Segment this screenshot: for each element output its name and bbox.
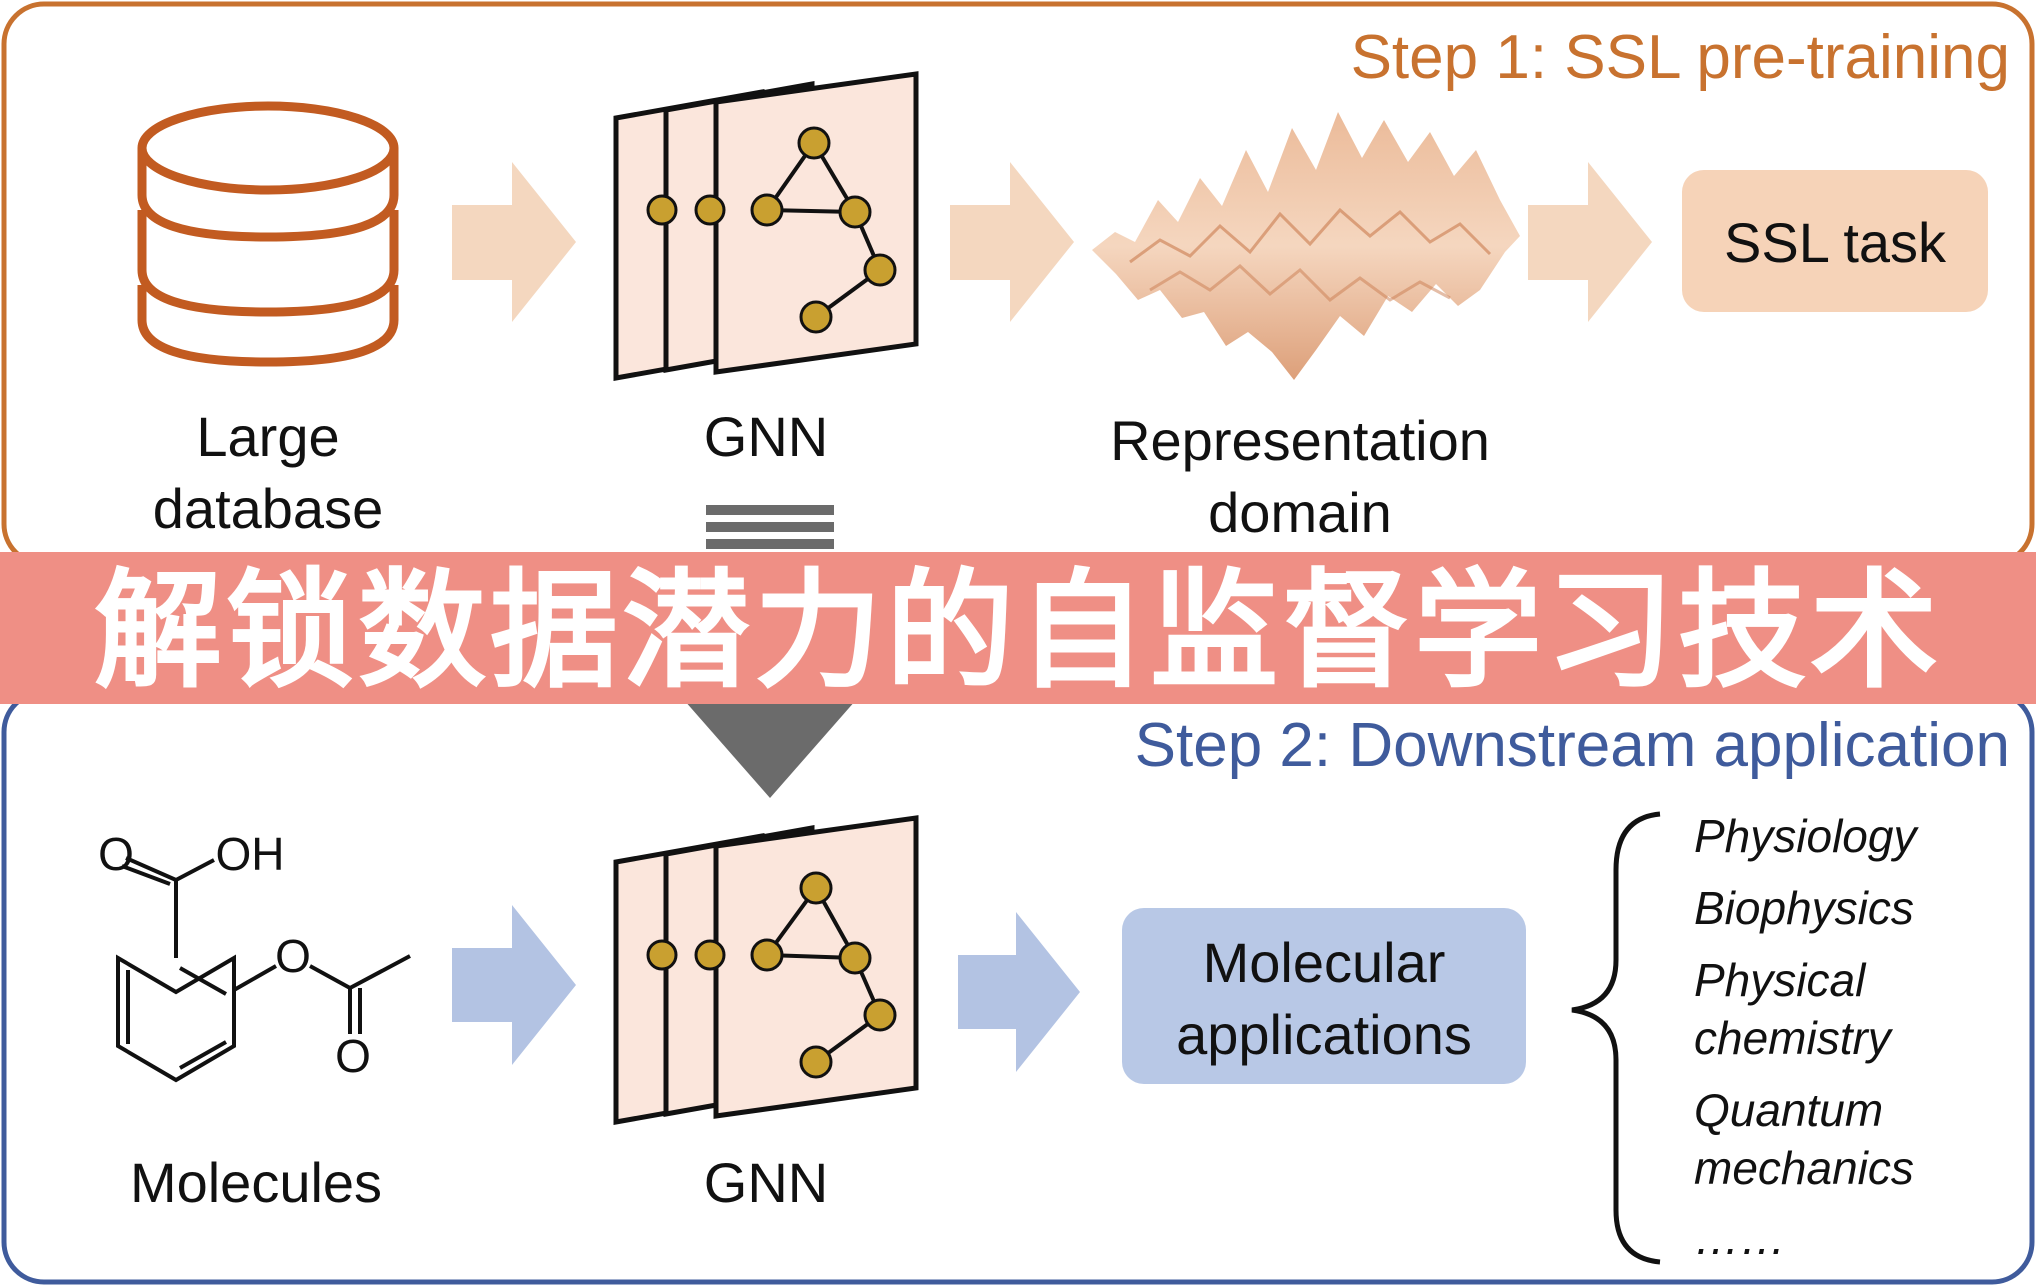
atom-o-ester: O: [275, 930, 311, 982]
app-biophysics: Biophysics: [1694, 882, 1914, 934]
app-quantum: Quantum: [1694, 1084, 1883, 1136]
step1-title: Step 1: SSL pre-training: [1351, 23, 2010, 92]
molecular-apps-box: [1122, 908, 1526, 1084]
gnn-label-top: GNN: [704, 405, 828, 468]
atom-o-carbonyl: O: [98, 828, 134, 880]
representation-label-line1: Representation: [1110, 409, 1490, 472]
apps-brace: [1571, 811, 1661, 1265]
arrow-db-to-gnn: [452, 162, 576, 322]
gnn-label-bottom: GNN: [704, 1151, 828, 1214]
aspirin-molecule: [116, 856, 411, 1083]
arrow-domain-to-ssl: [1528, 162, 1652, 322]
app-physiology: Physiology: [1694, 810, 1919, 862]
molecules-label: Molecules: [130, 1151, 382, 1214]
database-icon: [137, 101, 399, 367]
step2-title: Step 2: Downstream application: [1135, 711, 2010, 780]
ssl-task-label: SSL task: [1724, 211, 1947, 274]
arrow-gnn-to-domain: [950, 162, 1074, 322]
atom-o-acetyl: O: [335, 1030, 371, 1082]
transfer-connector: [706, 505, 834, 549]
arrow-mol-to-gnn: [452, 905, 576, 1065]
title-banner: [0, 552, 2036, 704]
app-chemistry: chemistry: [1694, 1012, 1894, 1064]
arrow-gnn-to-apps: [958, 912, 1080, 1072]
representation-terrain: [1092, 112, 1520, 380]
app-physical: Physical: [1694, 954, 1867, 1006]
app-mechanics: mechanics: [1694, 1142, 1914, 1194]
ssl-task-box: [1682, 170, 1988, 312]
atom-oh: OH: [216, 828, 285, 880]
transfer-down-arrow: [684, 700, 856, 798]
molecular-apps-line1: Molecular: [1203, 931, 1446, 994]
database-label-line2: database: [153, 477, 383, 540]
representation-label-line2: domain: [1208, 481, 1392, 544]
molecular-apps-line2: applications: [1176, 1003, 1472, 1066]
gnn-stack-bottom: [613, 815, 919, 1125]
database-label-line1: Large: [196, 405, 339, 468]
app-ellipsis: ……: [1694, 1212, 1786, 1264]
banner-text: 解锁数据潜力的自监督学习技术: [94, 557, 1942, 706]
gnn-stack-top: [613, 71, 919, 381]
